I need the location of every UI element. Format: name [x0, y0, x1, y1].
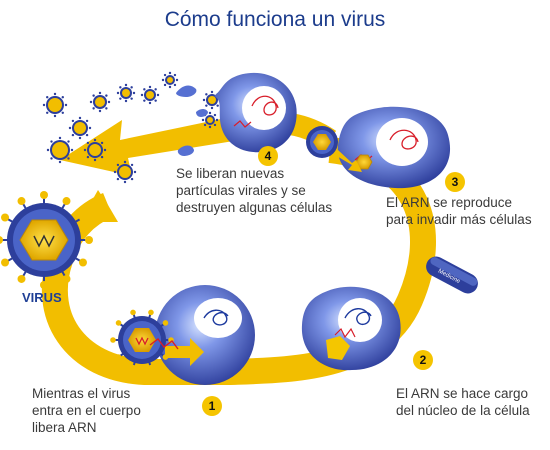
step-4-line: destruyen algunas células	[176, 200, 333, 215]
small-virus-particle	[83, 138, 107, 162]
step-4-badge: 4	[258, 146, 278, 166]
step-1-caption: Mientras el virus entra en el cuerpo lib…	[32, 385, 141, 436]
small-virus-particle	[89, 91, 111, 113]
virus-particle-large	[0, 191, 93, 289]
step-1-line: entra en el cuerpo	[32, 403, 141, 418]
small-virus-particle	[113, 160, 137, 184]
small-virus-particle	[201, 111, 219, 129]
release-arrow	[60, 115, 240, 176]
step-1-line: libera ARN	[32, 420, 97, 435]
step-1-line: Mientras el virus	[32, 386, 131, 401]
small-virus-particle	[42, 92, 68, 118]
step-3-caption: El ARN se reproduce para invadir más cél…	[386, 194, 550, 228]
step-2-line: El ARN se hace cargo	[396, 386, 529, 401]
step-2-line: del núcleo de la célula	[396, 403, 530, 418]
medicine-vial: Medicine	[426, 256, 478, 294]
small-virus-particle	[140, 85, 160, 105]
small-virus-particle	[161, 71, 179, 89]
small-virus-particle	[116, 83, 136, 103]
small-virus-particle	[46, 136, 74, 164]
cell-step-3	[306, 106, 451, 189]
virus-label: VIRUS	[22, 290, 62, 305]
step-4-caption: Se liberan nuevas partículas virales y s…	[176, 165, 332, 216]
cell-step-4	[176, 72, 297, 156]
step-3-badge: 3	[445, 172, 465, 192]
step-3-line: para invadir más células	[386, 212, 532, 227]
step-3-line: El ARN se reproduce	[386, 195, 513, 210]
step-2-badge: 2	[413, 350, 433, 370]
step-2-caption: El ARN se hace cargo del núcleo de la cé…	[396, 385, 550, 419]
cell-step-2	[301, 286, 401, 371]
released-virus-particles	[42, 71, 222, 184]
step-4-line: partículas virales y se	[176, 183, 306, 198]
cell-step-1	[110, 285, 255, 385]
step-1-badge: 1	[202, 396, 222, 416]
step-4-line: Se liberan nuevas	[176, 166, 285, 181]
diagram-title: Cómo funciona un virus	[164, 8, 386, 31]
small-virus-particle	[68, 116, 92, 140]
